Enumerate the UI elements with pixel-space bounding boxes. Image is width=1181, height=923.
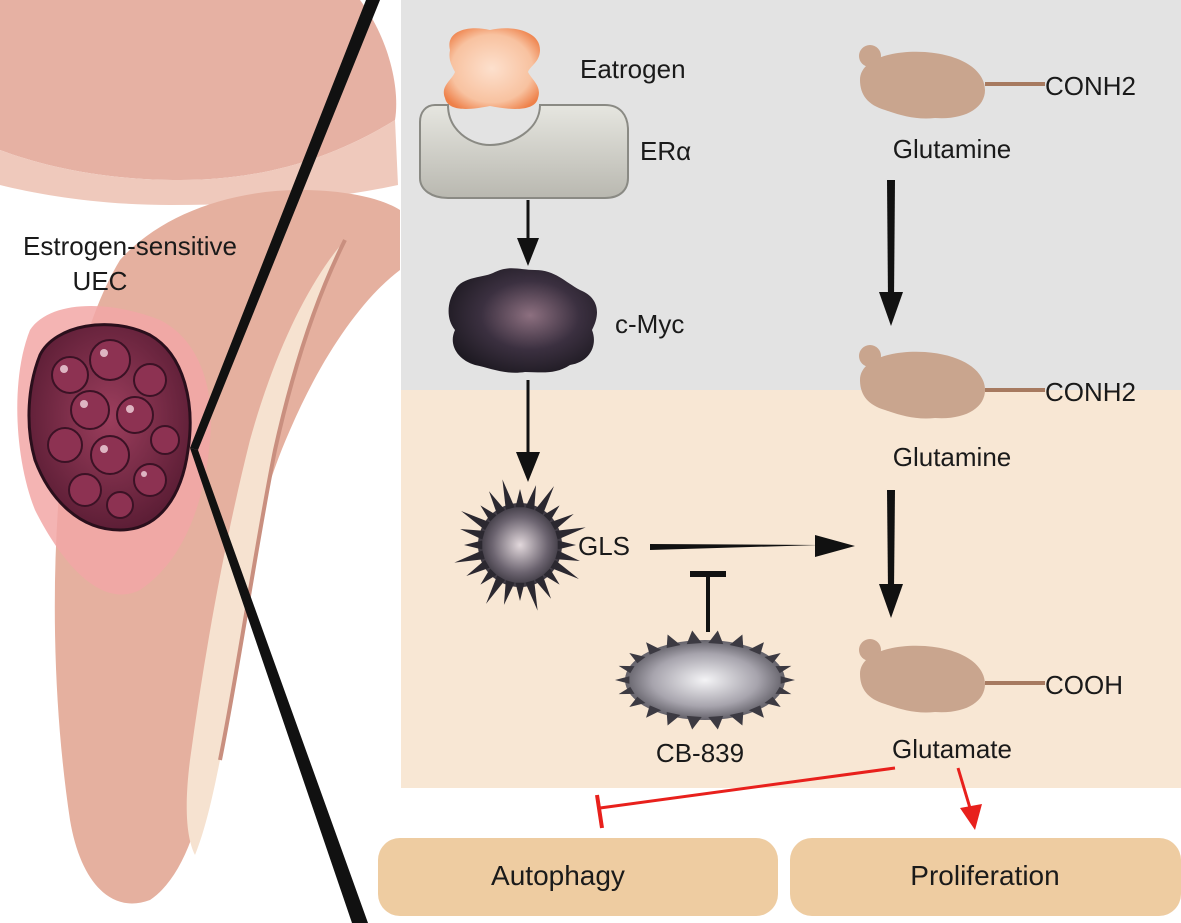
er-alpha-receptor — [419, 104, 629, 199]
c-myc-protein — [448, 268, 597, 373]
proliferation-box — [790, 838, 1181, 916]
cb-839-label: CB-839 — [656, 738, 744, 768]
divider-wedge — [190, 0, 380, 450]
glutamine-top-molecule — [859, 45, 1045, 119]
inhibition-glutamate-autophagy — [595, 766, 896, 829]
arrow-myc-to-gls — [516, 380, 540, 482]
glutamine-top-label: Glutamine — [893, 134, 1012, 164]
tumor-label-line1: Estrogen-sensitive — [23, 231, 237, 261]
uterus-illustration — [0, 0, 400, 904]
c-myc-label: c-Myc — [615, 309, 684, 339]
glutamate-label: Glutamate — [892, 734, 1012, 764]
glutamine-top-group: CONH2 — [1045, 71, 1136, 101]
tumor-label-line2: UEC — [73, 266, 128, 296]
inhibition-cb839-gls — [690, 571, 726, 632]
autophagy-label: Autophagy — [491, 860, 625, 891]
cb-839-drug — [615, 630, 795, 730]
glutamate-molecule — [859, 639, 1045, 713]
glutamine-mid-label: Glutamine — [893, 442, 1012, 472]
estrogen-molecule — [443, 28, 540, 109]
glutamine-mid-group: CONH2 — [1045, 377, 1136, 407]
er-alpha-label: ERα — [640, 136, 691, 166]
arrow-glutamine-transport — [879, 180, 903, 326]
glutamate-group: COOH — [1045, 670, 1123, 700]
glutamine-mid-molecule — [859, 345, 1045, 419]
autophagy-box — [378, 838, 778, 916]
gls-enzyme — [454, 479, 586, 611]
divider-wedge-lower — [190, 448, 368, 923]
arrow-gls-to-conversion — [650, 535, 855, 557]
gls-label: GLS — [578, 531, 630, 561]
arrow-glutamate-proliferation — [956, 767, 982, 830]
arrow-glutamine-to-glutamate — [879, 490, 903, 618]
estrogen-label: Eatrogen — [580, 54, 686, 84]
arrow-er-to-myc — [517, 200, 539, 266]
proliferation-label: Proliferation — [910, 860, 1059, 891]
